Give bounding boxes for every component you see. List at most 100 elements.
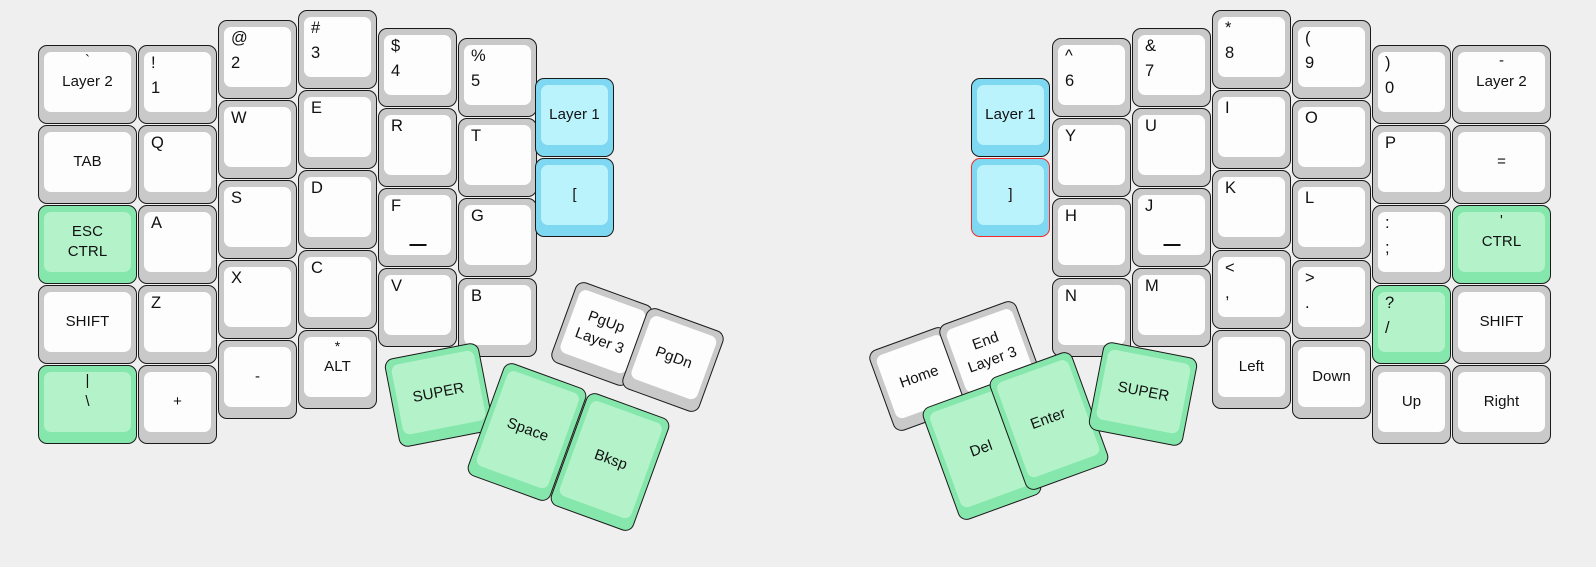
k-right[interactable]: Right (1452, 365, 1551, 444)
k-layer1-left[interactable]: Layer 1 (535, 78, 614, 157)
k-1[interactable]: !1 (138, 45, 217, 124)
k-0[interactable]: )0 (1372, 45, 1451, 124)
k-shift-l[interactable]: SHIFT (38, 285, 137, 364)
k-q[interactable]: Q (138, 125, 217, 204)
k-8[interactable]: *8 (1212, 10, 1291, 89)
keycap-surface: V (384, 275, 451, 335)
k-left[interactable]: Left (1212, 330, 1291, 409)
k-layer1-right[interactable]: Layer 1 (971, 78, 1050, 157)
k-v[interactable]: V (378, 268, 457, 347)
keycap-surface: *8 (1218, 17, 1285, 77)
k-i[interactable]: I (1212, 90, 1291, 169)
k-y[interactable]: Y (1052, 118, 1131, 197)
legend-shifted: ' (1500, 212, 1503, 229)
k-f[interactable]: F (378, 188, 457, 267)
k-o[interactable]: O (1292, 100, 1371, 179)
legend-base: 4 (391, 62, 401, 80)
keycap-surface: <, (1218, 257, 1285, 317)
legend-base: 0 (1385, 79, 1395, 97)
k-super-left[interactable]: SUPER (383, 341, 495, 449)
keycap-surface: PgDn (629, 314, 719, 402)
k-bracket-close[interactable]: ] (971, 158, 1050, 237)
keycap-surface: J (1138, 195, 1205, 255)
legend-base: TAB (73, 153, 102, 171)
k-quote-ctrl[interactable]: ' CTRL (1452, 205, 1551, 284)
legend-shifted: % (471, 47, 486, 65)
legend-base: PgDn (653, 342, 695, 372)
k-2[interactable]: @2 (218, 20, 297, 99)
k-plus[interactable]: + (138, 365, 217, 444)
k-m[interactable]: M (1132, 268, 1211, 347)
k-l[interactable]: L (1292, 180, 1371, 259)
k-r[interactable]: R (378, 108, 457, 187)
k-star-alt[interactable]: *ALT (298, 330, 377, 409)
legend-base: ] (1008, 186, 1013, 204)
keycap-surface: P (1378, 132, 1445, 192)
k-n[interactable]: N (1052, 278, 1131, 357)
k-x[interactable]: X (218, 260, 297, 339)
legend-base: Down (1312, 368, 1351, 386)
k-9[interactable]: (9 (1292, 20, 1371, 99)
legend-shifted: @ (231, 29, 248, 47)
k-4[interactable]: $4 (378, 28, 457, 107)
keycap-surface: ^6 (1058, 45, 1125, 105)
k-equal[interactable]: = (1452, 125, 1551, 204)
keycap-surface: F (384, 195, 451, 255)
k-minus-l[interactable]: - (218, 340, 297, 419)
k-pipe-backslash[interactable]: |\ (38, 365, 137, 444)
k-esc-ctrl[interactable]: ESC CTRL (38, 205, 137, 284)
k-bracket-open[interactable]: [ (535, 158, 614, 237)
legend-base: 9 (1305, 54, 1315, 72)
k-down[interactable]: Down (1292, 340, 1371, 419)
k-semicolon[interactable]: :; (1372, 205, 1451, 284)
k-d[interactable]: D (298, 170, 377, 249)
k-7[interactable]: &7 (1132, 28, 1211, 107)
legend-base: Y (1065, 127, 1077, 145)
k-comma[interactable]: <, (1212, 250, 1291, 329)
k-up[interactable]: Up (1372, 365, 1451, 444)
legend-base: Home (897, 361, 941, 392)
k-minus-layer2[interactable]: -Layer 2 (1452, 45, 1551, 124)
k-g[interactable]: G (458, 198, 537, 277)
k-slash[interactable]: ?/ (1372, 285, 1451, 364)
k-5[interactable]: %5 (458, 38, 537, 117)
legend-base: Up (1401, 393, 1422, 411)
k-6[interactable]: ^6 (1052, 38, 1131, 117)
keycap-surface: TAB (44, 132, 131, 192)
k-j[interactable]: J (1132, 188, 1211, 267)
legend-base: S (231, 189, 243, 207)
keycap-surface: L (1298, 187, 1365, 247)
k-k[interactable]: K (1212, 170, 1291, 249)
k-a[interactable]: A (138, 205, 217, 284)
k-h[interactable]: H (1052, 198, 1131, 277)
keycap-surface: U (1138, 115, 1205, 175)
k-z[interactable]: Z (138, 285, 217, 364)
k-3[interactable]: #3 (298, 10, 377, 89)
k-u[interactable]: U (1132, 108, 1211, 187)
keycap-surface: >. (1298, 267, 1365, 327)
k-tab[interactable]: TAB (38, 125, 137, 204)
legend-base: A (151, 214, 163, 232)
keycap-surface: I (1218, 97, 1285, 157)
k-w[interactable]: W (218, 100, 297, 179)
legend-shifted: ( (1305, 29, 1311, 47)
keycap-surface: N (1058, 285, 1125, 345)
k-p[interactable]: P (1372, 125, 1451, 204)
k-t[interactable]: T (458, 118, 537, 197)
k-super-right[interactable]: SUPER (1087, 340, 1199, 448)
legend-base: Z (151, 294, 162, 312)
k-grave-layer2[interactable]: `Layer 2 (38, 45, 137, 124)
keycap-surface: :; (1378, 212, 1445, 272)
legend-base: L (1305, 189, 1315, 207)
legend-base: + (173, 393, 182, 411)
legend-shifted: * (334, 338, 341, 354)
legend-base: CTRL (1481, 233, 1522, 250)
k-s[interactable]: S (218, 180, 297, 259)
keycap-surface: |\ (44, 372, 131, 432)
k-e[interactable]: E (298, 90, 377, 169)
k-period[interactable]: >. (1292, 260, 1371, 339)
legend-base: 5 (471, 72, 481, 90)
k-shift-r[interactable]: SHIFT (1452, 285, 1551, 364)
k-c[interactable]: C (298, 250, 377, 329)
legend-shifted: * (1225, 19, 1232, 37)
